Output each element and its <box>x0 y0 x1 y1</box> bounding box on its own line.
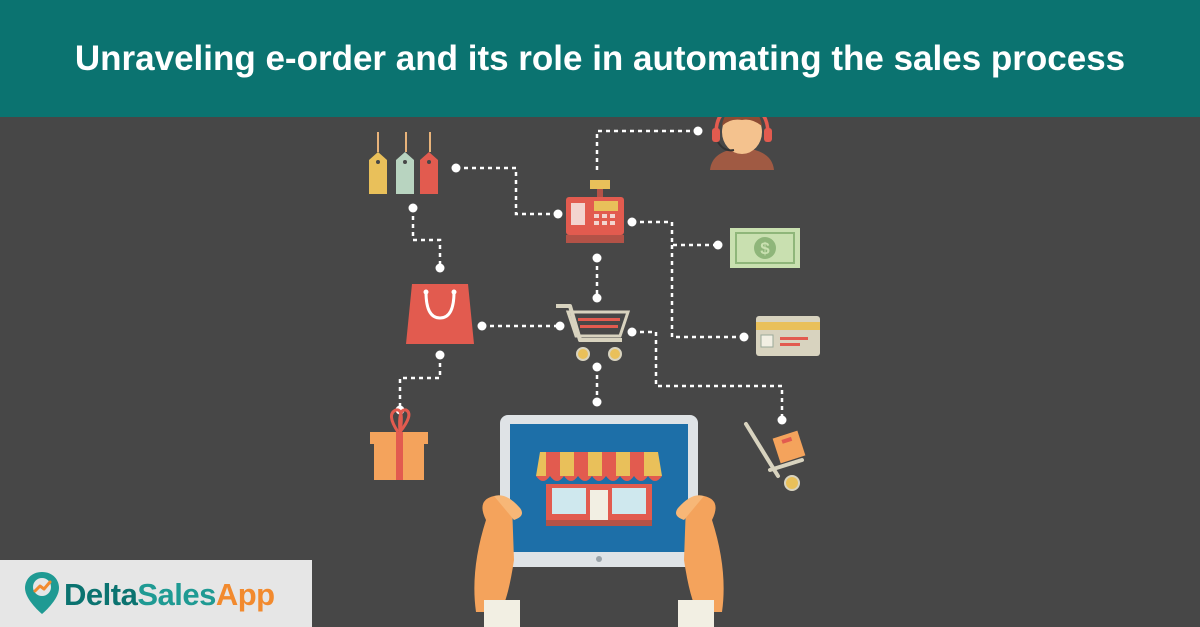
title-banner: Unraveling e-order and its role in autom… <box>0 0 1200 117</box>
page-title: Unraveling e-order and its role in autom… <box>74 39 1126 78</box>
shopping-cart-icon <box>556 304 631 361</box>
svg-text:$: $ <box>760 239 770 258</box>
connector-lines <box>398 129 784 420</box>
support-agent-icon <box>710 104 774 170</box>
brand-logo: DeltaSalesApp <box>0 560 312 627</box>
tablet-storefront-icon <box>500 415 698 567</box>
brand-name-part-app: App <box>215 577 275 612</box>
brand-name-part-delta: Delta <box>64 577 138 612</box>
brand-name: DeltaSalesApp <box>64 577 275 613</box>
hand-truck-icon <box>744 422 806 491</box>
brand-name-part-sales: Sales <box>137 577 216 612</box>
shopping-bag-icon <box>406 284 474 344</box>
connector-dots <box>395 126 787 425</box>
price-tags-icon <box>369 131 438 194</box>
cash-register-icon <box>566 180 624 243</box>
map-pin-chart-icon <box>25 572 59 614</box>
gift-box-icon <box>370 408 428 480</box>
credit-card-icon <box>756 316 820 356</box>
dollar-bill-icon: $ <box>730 228 800 268</box>
hands-illustration <box>474 495 724 627</box>
